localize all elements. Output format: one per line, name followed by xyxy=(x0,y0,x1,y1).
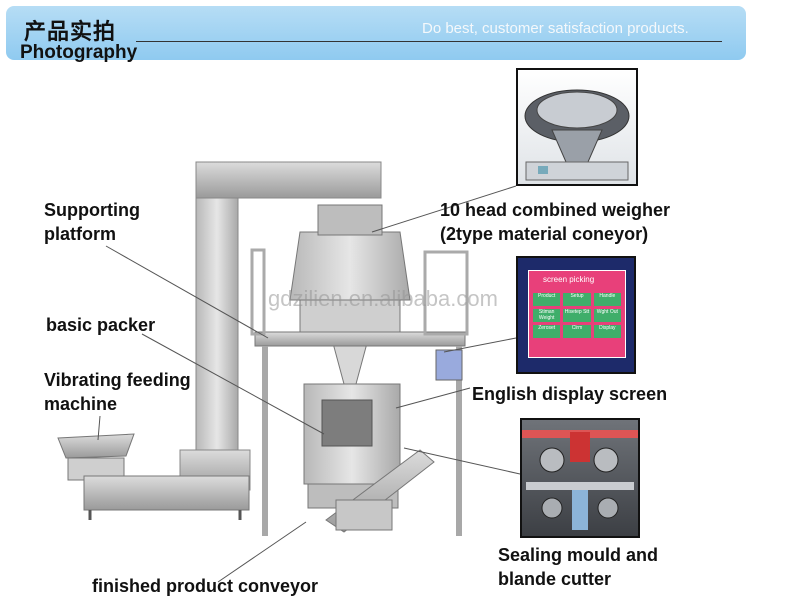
label-vibrating-feeding: Vibrating feeding machine xyxy=(44,368,191,416)
weigher-photo xyxy=(516,68,638,186)
sealing-mould-drawing xyxy=(522,430,638,530)
slogan: Do best, customer satisfaction products. xyxy=(422,20,689,37)
label-line: Sealing mould and xyxy=(498,545,659,565)
display-screen-photo: screen picking Product Setup Handle Stim… xyxy=(516,256,636,374)
title-english: Photography xyxy=(20,42,138,63)
screen-button: Zeroset xyxy=(533,325,561,338)
support-platform xyxy=(250,248,469,536)
watermark: gdzilien.en.alibaba.com xyxy=(268,286,498,311)
screen-button: Product xyxy=(533,293,561,306)
screen-button: Hisetep Stt xyxy=(563,309,591,322)
screen-header: screen picking xyxy=(543,275,595,284)
label-line: (2type material coneyor) xyxy=(440,224,649,244)
label-conveyor: finished product conveyor xyxy=(92,576,319,596)
label-supporting-platform: Supporting platform xyxy=(44,198,140,246)
title-chinese: 产品实拍 xyxy=(24,20,117,45)
label-line: 10 head combined weigher xyxy=(440,200,671,220)
weigher-photo-drawing xyxy=(524,89,630,181)
screen-button: Display xyxy=(593,325,621,338)
sealing-mould-photo xyxy=(520,418,640,538)
screen-button: Clrm xyxy=(563,325,591,338)
vibrating-feeder xyxy=(57,433,250,520)
header-banner: 产品实拍 Photography Do best, customer satis… xyxy=(6,6,746,63)
label-line: blande cutter xyxy=(498,569,612,589)
bucket-elevator xyxy=(179,161,382,491)
label-line: platform xyxy=(44,224,116,244)
label-weigher: 10 head combined weigher (2type material… xyxy=(440,198,670,246)
output-conveyor xyxy=(325,449,435,533)
label-line: machine xyxy=(44,394,118,414)
screen-panel: screen picking Product Setup Handle Stim… xyxy=(528,270,626,358)
screen-button: Wght Out xyxy=(593,309,621,322)
label-line: Supporting xyxy=(44,200,140,220)
screen-button: Setup xyxy=(563,293,591,306)
label-line: Vibrating feeding xyxy=(44,370,191,390)
screen-button: Handle xyxy=(593,293,621,306)
screen-button: Stiman Weight xyxy=(533,309,561,322)
banner-divider xyxy=(136,41,722,42)
label-sealing: Sealing mould and blande cutter xyxy=(498,543,658,591)
label-display-screen: English display screen xyxy=(472,384,668,404)
screen-button-grid: Product Setup Handle Stiman Weight Hiset… xyxy=(529,287,625,344)
label-basic-packer: basic packer xyxy=(46,315,156,335)
leader-lines xyxy=(97,185,521,583)
